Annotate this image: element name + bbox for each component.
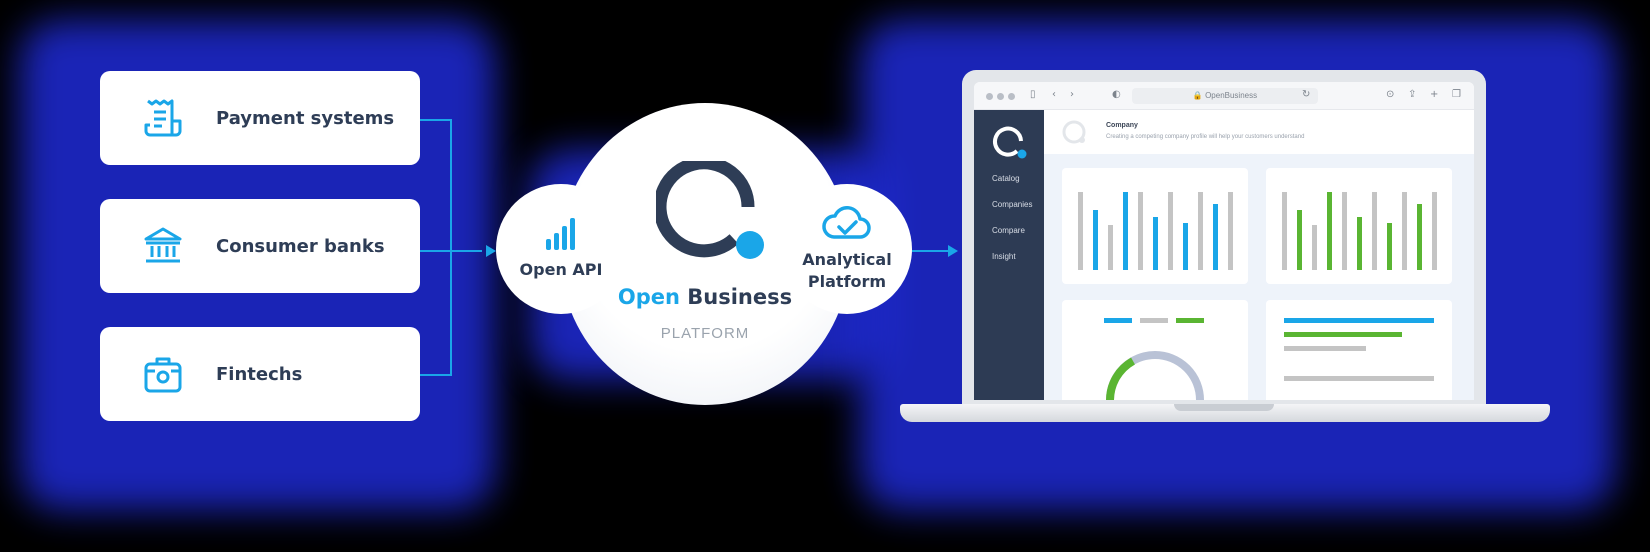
chart-bar <box>1108 225 1113 270</box>
arrow-right-icon <box>486 245 496 257</box>
progress-line-blue <box>1284 318 1434 323</box>
chart-bar <box>1402 192 1407 270</box>
chart-bar <box>1153 217 1158 270</box>
reload-icon[interactable]: ↻ <box>1302 89 1311 100</box>
new-tab-icon[interactable]: + <box>1430 89 1439 100</box>
sidebar-toggle-icon[interactable]: ▯ <box>1030 89 1036 100</box>
legend-swatch-green <box>1176 318 1204 323</box>
brand-business: Business <box>687 285 793 309</box>
analytical-label: Analytical Platform <box>802 249 891 293</box>
browser-toolbar: ▯ ‹ › ◐ 🔒 OpenBusiness ↻ ⊙ ⇪ + ❐ <box>974 82 1474 110</box>
chart-bar <box>1138 192 1143 270</box>
back-icon[interactable]: ‹ <box>1052 89 1056 100</box>
briefcase-icon <box>140 351 186 397</box>
source-card-fintechs: Fintechs <box>100 327 420 421</box>
chart-bar <box>1168 192 1173 270</box>
bank-icon <box>140 223 186 269</box>
chart-bar <box>1432 192 1437 270</box>
page-title: Company <box>1106 122 1138 129</box>
receipt-icon <box>140 95 186 141</box>
chart-bar <box>1357 217 1362 270</box>
connector-line <box>420 374 452 376</box>
chart-bar <box>1342 192 1347 270</box>
signal-bars-icon <box>546 218 575 250</box>
chart-bar <box>1213 204 1218 270</box>
sidebar-item-catalog[interactable]: Catalog <box>992 174 1020 183</box>
laptop-notch <box>1174 404 1274 411</box>
connector-line <box>912 250 952 252</box>
source-card-payment-systems: Payment systems <box>100 71 420 165</box>
chart-bar <box>1282 192 1287 270</box>
app-sidebar: Catalog Companies Compare Insight <box>974 110 1044 400</box>
chart-bar <box>1327 192 1332 270</box>
chart-bar <box>1417 204 1422 270</box>
open-api-circle: Open API <box>496 184 626 314</box>
chart-bar <box>1387 223 1392 270</box>
open-business-logo-icon <box>656 161 764 259</box>
source-card-label: Payment systems <box>216 107 395 129</box>
analytical-label-line2: Platform <box>807 272 887 291</box>
chart-bar <box>1183 223 1188 270</box>
progress-line-gray <box>1284 346 1366 351</box>
platform-subtitle: PLATFORM <box>660 325 750 342</box>
sidebar-item-companies[interactable]: Companies <box>992 200 1033 209</box>
brand-name: Open Business <box>560 285 850 309</box>
arrow-right-icon <box>948 245 958 257</box>
analytical-label-line1: Analytical <box>802 250 892 269</box>
forward-icon[interactable]: › <box>1070 89 1074 100</box>
sidebar-item-compare[interactable]: Compare <box>992 226 1025 235</box>
open-api-label: Open API <box>519 260 603 279</box>
connector-line <box>450 119 452 376</box>
chart-bar <box>1372 192 1377 270</box>
shield-icon: ◐ <box>1112 89 1121 100</box>
chart-bar <box>1228 192 1233 270</box>
progress-line-gray <box>1284 376 1434 381</box>
chart-bar <box>1297 210 1302 270</box>
app-content: Company Creating a competing company pro… <box>1044 110 1474 400</box>
download-icon[interactable]: ⊙ <box>1386 89 1395 100</box>
page-subtitle: Creating a competing company profile wil… <box>1106 134 1305 140</box>
chart-bar <box>1093 210 1098 270</box>
chart-bar <box>1123 192 1128 270</box>
sidebar-item-insight[interactable]: Insight <box>992 252 1016 261</box>
chart-bar <box>1312 225 1317 270</box>
chart-bar <box>1198 192 1203 270</box>
source-card-label: Fintechs <box>216 363 303 385</box>
legend-swatch-blue <box>1104 318 1132 323</box>
source-card-label: Consumer banks <box>216 235 385 257</box>
window-dot-icon <box>1008 93 1015 100</box>
lines-panel <box>1266 300 1452 400</box>
brand-open: Open <box>617 285 680 309</box>
share-icon[interactable]: ⇪ <box>1408 89 1417 100</box>
connector-line <box>420 119 452 121</box>
laptop-screen: ▯ ‹ › ◐ 🔒 OpenBusiness ↻ ⊙ ⇪ + ❐ Catalog… <box>974 82 1474 400</box>
chart-panel-green <box>1266 168 1452 284</box>
url-bar[interactable]: 🔒 OpenBusiness <box>1132 88 1318 104</box>
chart-bar <box>1078 192 1083 270</box>
chart-panel-blue <box>1062 168 1248 284</box>
laptop-base <box>900 404 1550 422</box>
analytical-platform-circle: Analytical Platform <box>782 184 912 314</box>
app-logo-icon <box>993 126 1027 159</box>
gauge-icon <box>1106 351 1204 400</box>
legend-swatch-gray <box>1140 318 1168 323</box>
tabs-icon[interactable]: ❐ <box>1452 89 1461 100</box>
gauge-panel <box>1062 300 1248 400</box>
source-card-consumer-banks: Consumer banks <box>100 199 420 293</box>
content-header: Company Creating a competing company pro… <box>1044 110 1474 154</box>
cloud-check-icon <box>822 206 871 239</box>
window-dot-icon <box>986 93 993 100</box>
company-logo-icon <box>1062 120 1086 144</box>
progress-line-green <box>1284 332 1402 337</box>
url-text: OpenBusiness <box>1205 91 1258 100</box>
window-dot-icon <box>997 93 1004 100</box>
